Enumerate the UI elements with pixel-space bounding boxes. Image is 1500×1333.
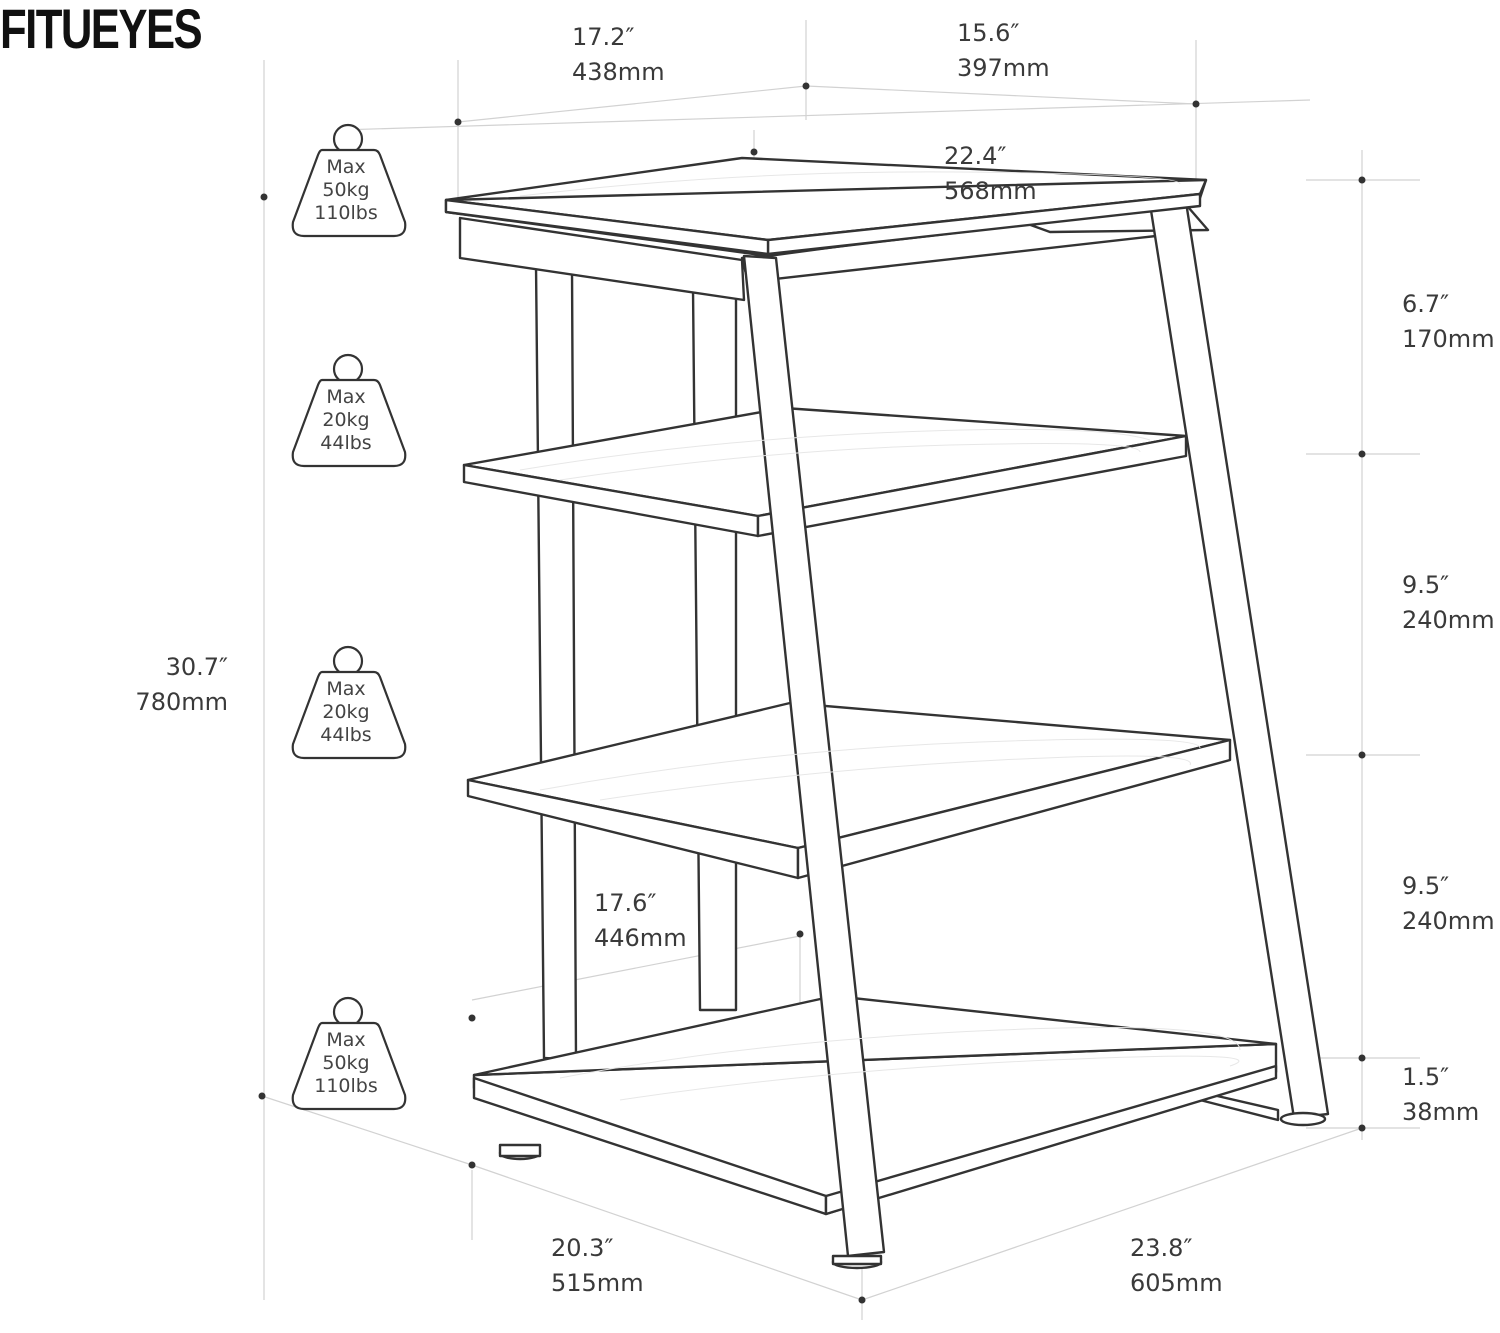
kettlebell-icon (291, 123, 407, 238)
inner-height-mm: 446mm (594, 924, 687, 952)
weight-lbs: 44lbs (320, 724, 372, 746)
weight-text: Max 20kg 44lbs (290, 386, 402, 455)
top-depth-label: 15.6″ 397mm (957, 16, 1050, 86)
top-width-inches: 17.2″ (572, 23, 635, 51)
kettlebell-icon (291, 996, 407, 1111)
weight-text: Max 20kg 44lbs (290, 678, 402, 747)
weight-lbs: 44lbs (320, 432, 372, 454)
weight-label: Max (326, 678, 366, 700)
shelf-gap-1-inches: 6.7″ (1402, 290, 1450, 318)
shelf-gap-3-inches: 9.5″ (1402, 872, 1450, 900)
shelf-gap-3-mm: 240mm (1402, 907, 1495, 935)
top-depth-mm: 397mm (957, 54, 1050, 82)
base-width-label: 20.3″ 515mm (551, 1231, 644, 1301)
base-depth-label: 23.8″ 605mm (1130, 1231, 1223, 1301)
rack-frame (444, 156, 1330, 1270)
weight-kg: 20kg (322, 701, 370, 723)
wood-grain (519, 171, 1241, 1101)
kettlebell-icon (291, 353, 407, 468)
top-width-mm: 438mm (572, 58, 665, 86)
inner-height-inches: 17.6″ (594, 889, 657, 917)
shelf-gap-2-inches: 9.5″ (1402, 571, 1450, 599)
foot-height-label: 1.5″ 38mm (1402, 1060, 1479, 1130)
weight-lbs: 110lbs (314, 202, 378, 224)
guide-dots (258, 82, 1366, 1304)
inner-height-label: 17.6″ 446mm (594, 886, 687, 956)
weight-icon-shelf-2: Max 20kg 44lbs (290, 352, 410, 480)
shelf-gap-2-label: 9.5″ 240mm (1402, 568, 1495, 638)
base-depth-inches: 23.8″ (1130, 1234, 1193, 1262)
total-height-label: 30.7″ 780mm (130, 650, 228, 720)
top-diagonal-label: 22.4″ 568mm (944, 139, 1037, 209)
weight-icon-shelf-3: Max 20kg 44lbs (290, 644, 410, 772)
base-width-inches: 20.3″ (551, 1234, 614, 1262)
weight-icon-bottom-shelf: Max 50kg 110lbs (290, 995, 410, 1123)
top-width-label: 17.2″ 438mm (572, 20, 665, 90)
weight-text: Max 50kg 110lbs (290, 156, 402, 225)
total-height-inches: 30.7″ (165, 653, 228, 681)
shelf-gap-1-label: 6.7″ 170mm (1402, 287, 1495, 357)
weight-icon-top-shelf: Max 50kg 110lbs (290, 122, 410, 250)
weight-label: Max (326, 1029, 366, 1051)
base-width-mm: 515mm (551, 1269, 644, 1297)
total-height-mm: 780mm (135, 688, 228, 716)
shelf-gap-2-mm: 240mm (1402, 606, 1495, 634)
foot-height-mm: 38mm (1402, 1098, 1480, 1126)
foot-height-inches: 1.5″ (1402, 1063, 1450, 1091)
shelf-gap-3-label: 9.5″ 240mm (1402, 869, 1495, 939)
weight-label: Max (326, 156, 366, 178)
top-diagonal-inches: 22.4″ (944, 142, 1007, 170)
weight-label: Max (326, 386, 366, 408)
weight-kg: 50kg (322, 179, 370, 201)
weight-kg: 20kg (322, 409, 370, 431)
weight-text: Max 50kg 110lbs (290, 1029, 402, 1098)
shelf-gap-1-mm: 170mm (1402, 325, 1495, 353)
top-depth-inches: 15.6″ (957, 19, 1020, 47)
brand-logo: FITUEYES (0, 0, 203, 60)
weight-kg: 50kg (322, 1052, 370, 1074)
kettlebell-icon (291, 645, 407, 760)
weight-lbs: 110lbs (314, 1075, 378, 1097)
base-depth-mm: 605mm (1130, 1269, 1223, 1297)
top-diagonal-mm: 568mm (944, 177, 1037, 205)
